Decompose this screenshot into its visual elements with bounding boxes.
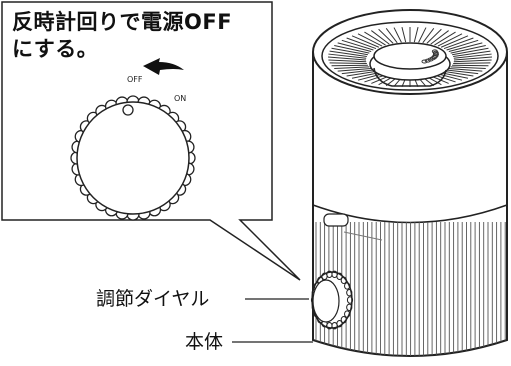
dial-indicator-dot <box>123 105 133 115</box>
callout-instruction-line2: にする。 <box>12 36 98 63</box>
side-dial-face <box>313 280 339 322</box>
dial-on-marking: ON <box>174 95 186 103</box>
dial-label: 調節ダイヤル <box>96 288 209 310</box>
callout-instruction-line1: 反時計回りで電源OFF <box>12 9 232 36</box>
dial-off-marking: OFF <box>127 76 143 84</box>
device-body <box>311 10 507 362</box>
body-label: 本体 <box>185 331 223 353</box>
dial-illustration <box>71 96 195 220</box>
logo-badge <box>324 214 348 226</box>
